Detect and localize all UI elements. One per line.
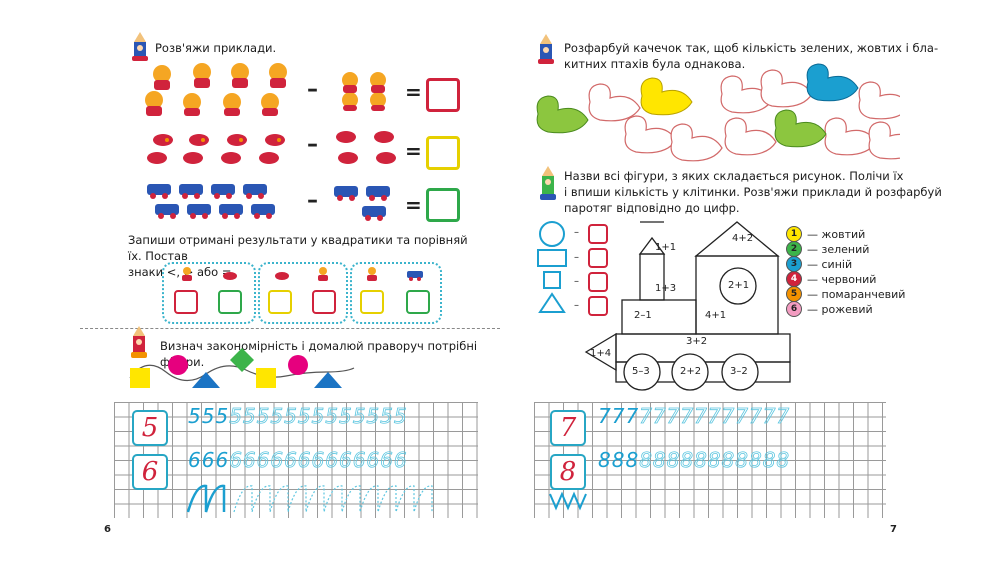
compare-box-yellow[interactable]: [360, 290, 384, 314]
digit-sample-box: 6: [132, 454, 168, 490]
legend-label: — жовтий: [807, 227, 866, 241]
left-page: Розв'яжи приклади. – = – =: [80, 32, 500, 535]
answer-box-2[interactable]: [426, 136, 460, 170]
car-figures-subtract: [334, 186, 390, 221]
legend-row: 2 — зелений: [786, 241, 869, 257]
compare-box-yellow[interactable]: [268, 290, 292, 314]
train-label: 1+4: [590, 348, 612, 359]
page-number: 6: [104, 524, 111, 535]
minus-sign: –: [307, 188, 318, 213]
compare-group-3: [350, 262, 442, 324]
pencil-mascot-icon: [540, 166, 556, 200]
equals-sign: =: [405, 139, 422, 163]
digit-copy-row-2: 88888888888888: [598, 448, 791, 473]
compare-group-1: [162, 262, 256, 324]
train-label: 2–1: [634, 310, 652, 321]
fish-figures-group: [147, 134, 285, 164]
train-label: 3+2: [686, 336, 708, 347]
train-label: 1+1: [655, 242, 677, 253]
legend-label: — помаранчевий: [807, 287, 906, 301]
legend-row: 5 — помаранчевий: [786, 286, 905, 302]
legend-label: — синій: [807, 257, 853, 271]
digit-copy-row-2: 6666666666666666: [188, 448, 408, 473]
digit-copy-row-1: 5555555555555555: [188, 404, 408, 429]
count-box-rectangle[interactable]: [588, 248, 608, 268]
legend-label: — рожевий: [807, 302, 873, 316]
girl-figures-subtract: [342, 72, 386, 111]
digit-sample-box: 7: [550, 410, 586, 446]
fish-icon: [275, 272, 289, 280]
pencil-mascot-icon: [132, 32, 148, 61]
writing-grid-left: [114, 402, 478, 518]
girl-icon: [367, 267, 377, 281]
dash: –: [574, 300, 579, 311]
writing-grid-right: [534, 402, 886, 518]
digit-sample-box: 8: [550, 454, 586, 490]
legend-badge: 4: [786, 271, 802, 287]
shape-pattern-sequence: [129, 348, 355, 388]
legend-badge: 5: [786, 286, 802, 302]
train-label: 2+1: [728, 280, 750, 291]
digit-copy-row-1: 77777777777777: [598, 404, 791, 429]
car-figures-group: [147, 184, 275, 219]
compare-group-2: [258, 262, 348, 324]
answer-box-1[interactable]: [426, 78, 460, 112]
compare-box-green[interactable]: [218, 290, 242, 314]
fish-figures-subtract: [336, 131, 396, 164]
car-icon: [407, 271, 423, 281]
legend-badge: 6: [786, 301, 802, 317]
count-box-square[interactable]: [588, 272, 608, 292]
girl-icon: [318, 267, 328, 281]
minus-sign: –: [307, 77, 318, 102]
train-label: 3–2: [730, 366, 748, 377]
answer-box-3[interactable]: [426, 188, 460, 222]
task-solve-examples: Розв'яжи приклади.: [155, 41, 277, 55]
digit-sample-box: 5: [132, 410, 168, 446]
count-box-triangle[interactable]: [588, 296, 608, 316]
train-label: 4+2: [732, 233, 754, 244]
legend-row: 3 — синій: [786, 256, 852, 272]
pencil-mascot-icon: [538, 34, 554, 64]
girl-icon: [182, 267, 192, 281]
zigzag-stroke-row: [549, 491, 587, 511]
dash: –: [574, 227, 579, 238]
train-figure: [584, 221, 791, 391]
train-label: 4+1: [705, 310, 727, 321]
equals-sign: =: [405, 80, 422, 104]
task-train-shapes: Назви всі фігури, з яких складається рис…: [564, 169, 942, 215]
train-label: 1+3: [655, 283, 677, 294]
task-compare-instructions: Запиши отримані результати у квадратики …: [128, 233, 468, 279]
right-page: Розфарбуй качечок так, щоб кількість зел…: [500, 0, 1000, 562]
legend-label: — зелений: [807, 242, 870, 256]
legend-badge: 2: [786, 241, 802, 257]
girl-figures-group: [145, 63, 287, 116]
dash: –: [574, 276, 579, 287]
compare-box-red[interactable]: [174, 290, 198, 314]
fish-icon: [223, 272, 237, 280]
task-color-ducks: Розфарбуй качечок так, щоб кількість зел…: [564, 41, 939, 71]
pencil-mascot-icon: [131, 326, 147, 358]
legend-badge: 3: [786, 256, 802, 272]
ducks-illustration: [536, 63, 900, 162]
train-label: 2+2: [680, 366, 702, 377]
wave-stroke-copy-row: [186, 484, 433, 513]
legend-badge: 1: [786, 226, 802, 242]
page-number: 7: [890, 524, 897, 535]
section-divider: [80, 328, 500, 329]
legend-row: 4 — червоний: [786, 271, 876, 287]
train-label: 5–3: [632, 366, 650, 377]
minus-sign: –: [307, 132, 318, 157]
compare-box-red[interactable]: [312, 290, 336, 314]
compare-box-green[interactable]: [406, 290, 430, 314]
legend-row: 6 — рожевий: [786, 301, 873, 317]
equals-sign: =: [405, 193, 422, 217]
legend-row: 1 — жовтий: [786, 226, 865, 242]
dash: –: [574, 252, 579, 263]
legend-label: — червоний: [807, 272, 877, 286]
shape-count-legend: [537, 221, 567, 313]
count-box-circle[interactable]: [588, 224, 608, 244]
